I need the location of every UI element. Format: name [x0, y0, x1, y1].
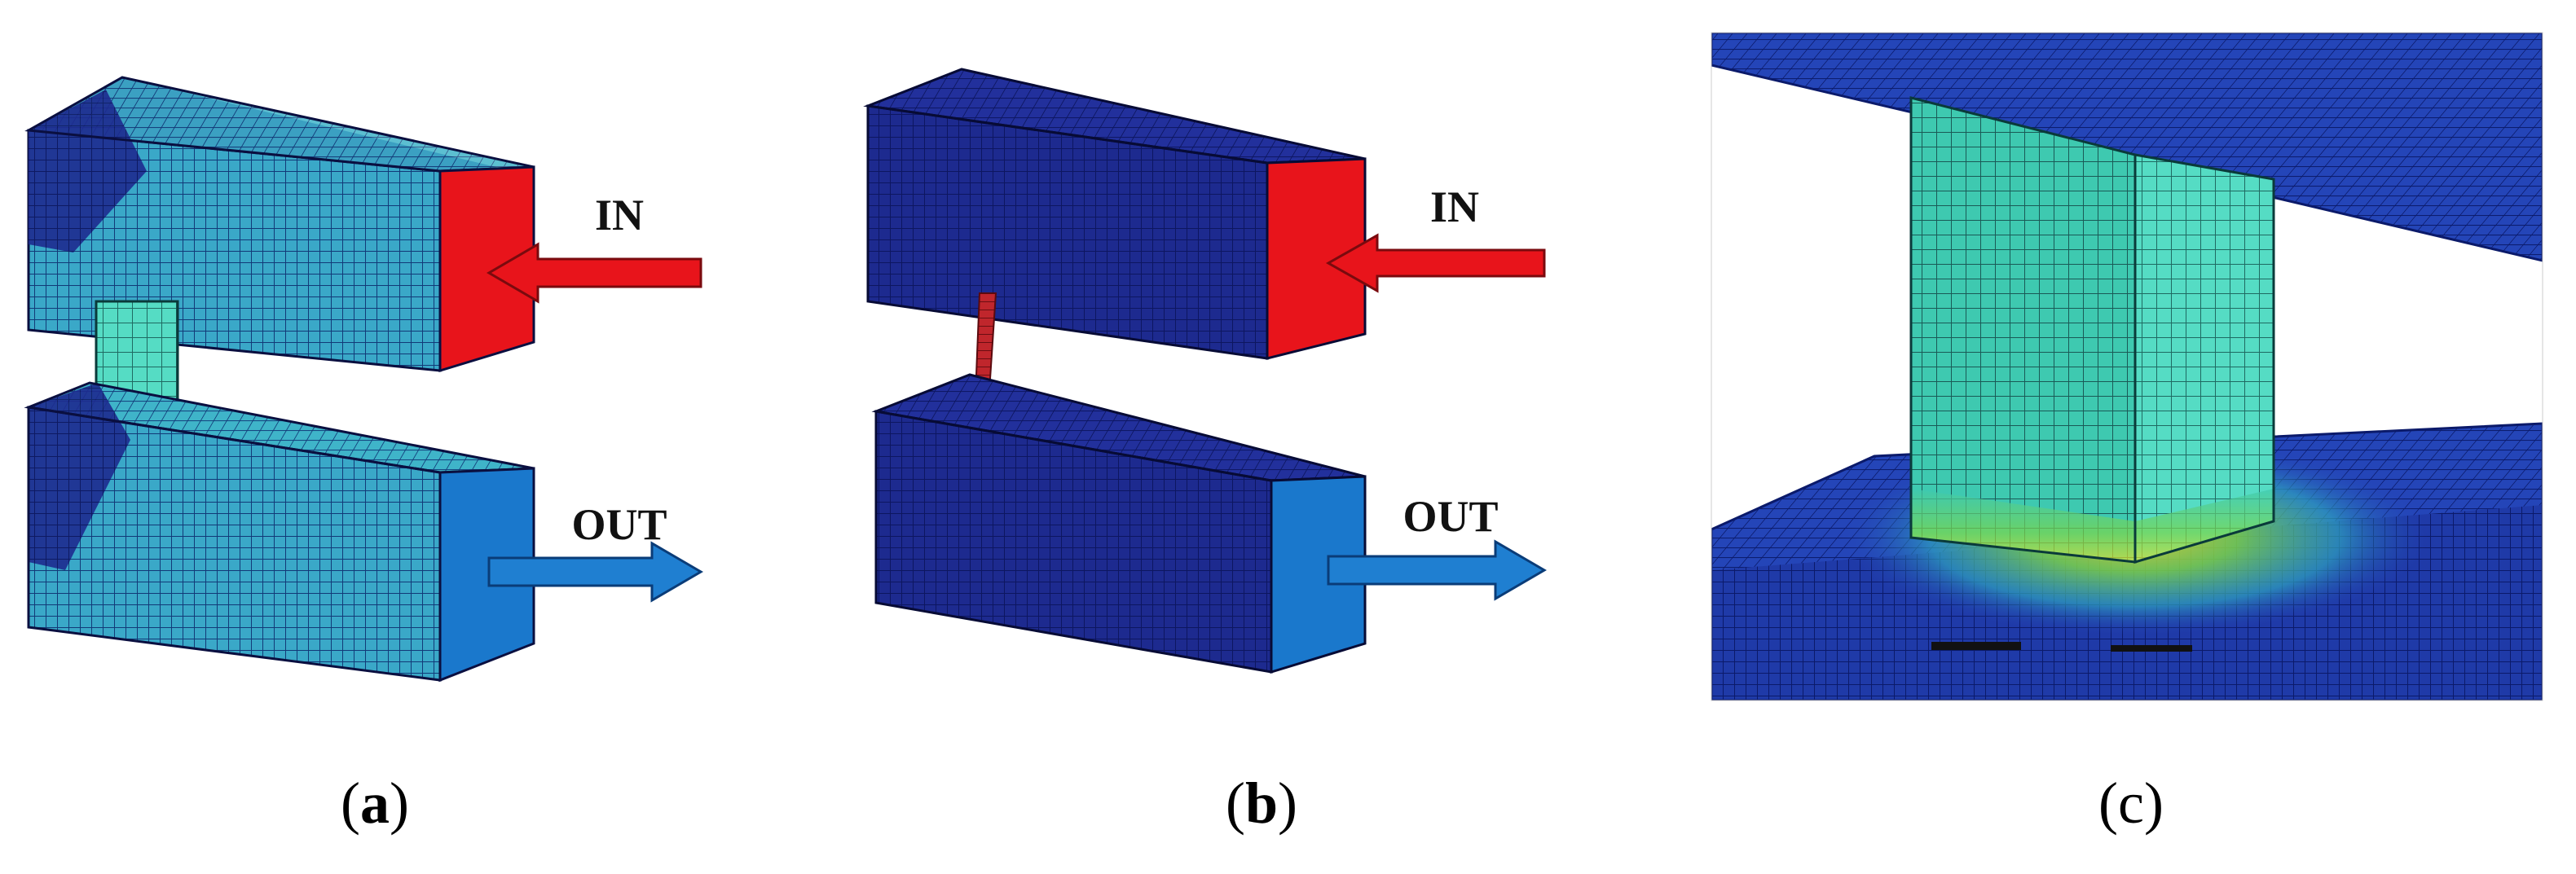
panel-a-out-arrow — [487, 541, 703, 603]
caption-a: (a) — [341, 771, 409, 836]
panel-c-scale-bar — [1931, 642, 2192, 652]
panel-a-out-label: OUT — [571, 500, 667, 549]
panel-b-out-face — [1271, 477, 1365, 672]
panel-a-in-face — [440, 167, 534, 371]
panel-b: IN OUT — [863, 68, 1547, 674]
caption-b: (b) — [1226, 771, 1297, 836]
panel-a-in-arrow — [487, 242, 702, 304]
panel-b-out-arrow — [1327, 539, 1547, 601]
panel-c-pillar — [1909, 96, 2275, 564]
panel-b-in-label: IN — [1430, 182, 1479, 231]
panel-a: IN OUT — [24, 76, 703, 683]
panel-b-upper-block — [863, 68, 1367, 360]
panel-c — [1711, 32, 2543, 701]
panel-b-out-label: OUT — [1402, 492, 1498, 541]
panel-b-in-face — [1267, 159, 1365, 358]
panel-a-in-label: IN — [595, 191, 644, 239]
panel-a-lower-block — [24, 381, 535, 683]
panel-b-lower-block — [871, 373, 1367, 674]
caption-c: (c) — [2098, 771, 2164, 836]
panel-a-out-face — [440, 468, 534, 680]
panel-c-top-plate — [1711, 33, 2543, 262]
panel-b-in-arrow — [1325, 233, 1546, 293]
